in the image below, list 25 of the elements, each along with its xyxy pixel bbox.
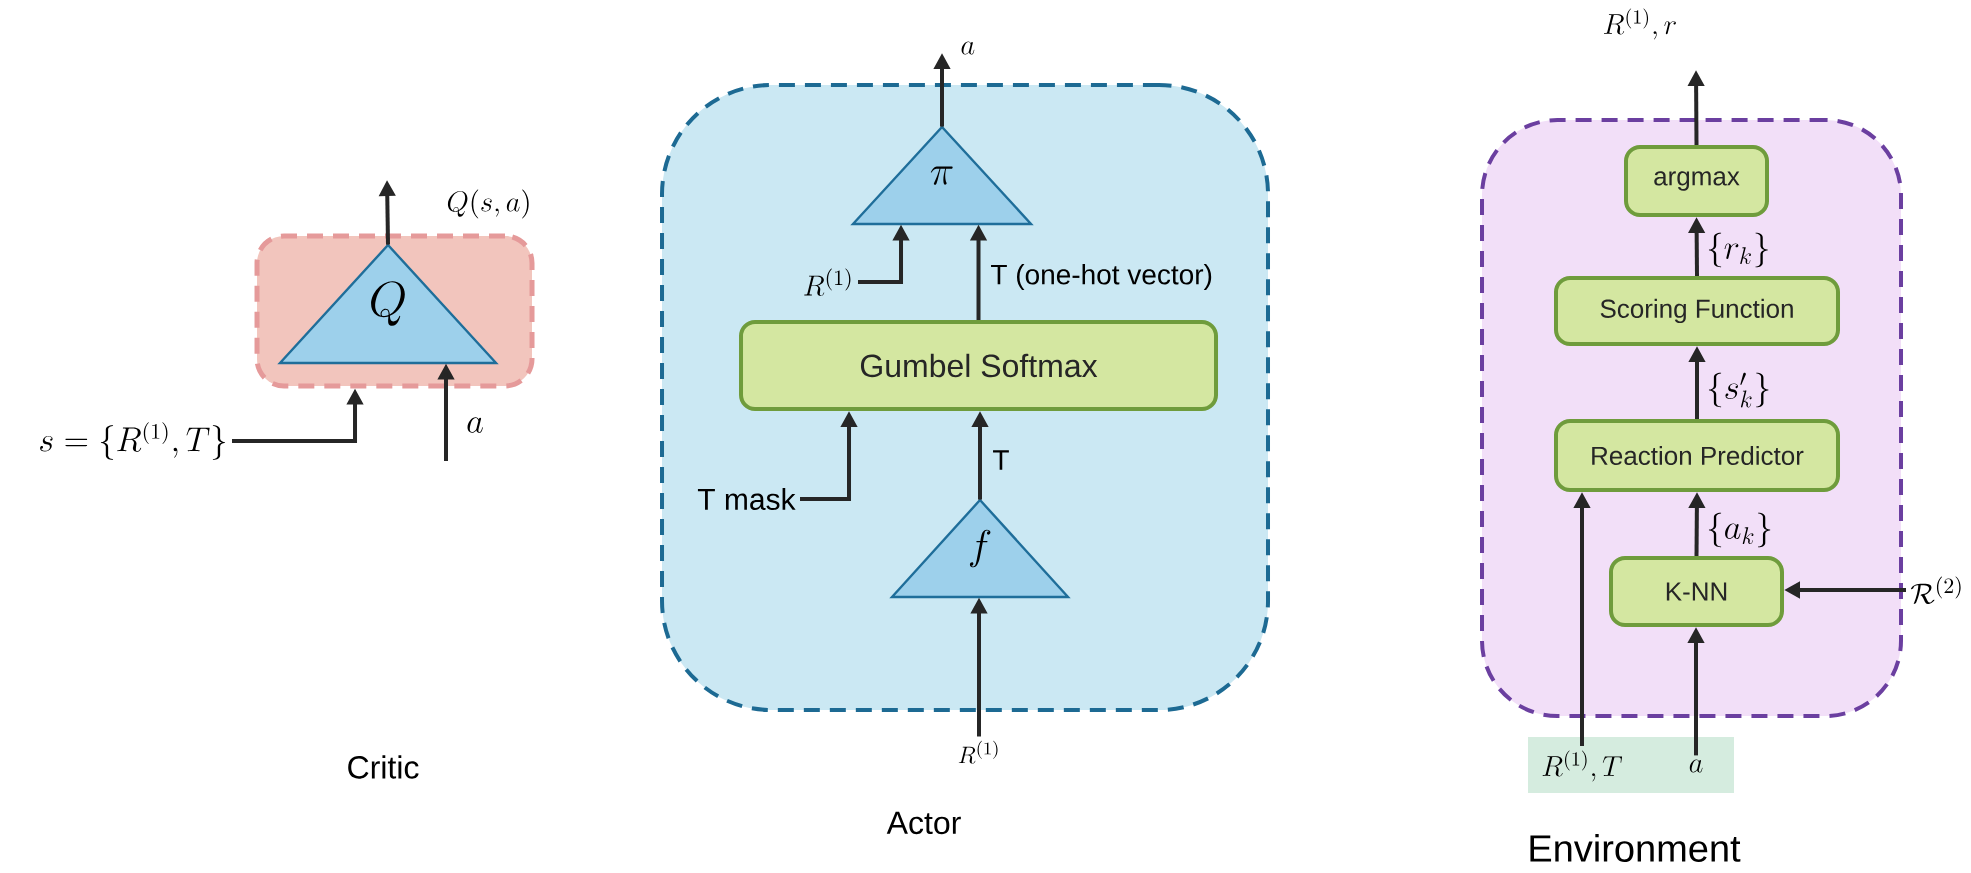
edge-label: $\{a_k\}$ [1708,512,1771,548]
input-label: $\mathcal{R}^{(2)}$ [1911,576,1961,605]
edge-label: $Q(s,a)$ [447,189,529,219]
edge-label: $a$ [467,417,483,433]
input-label: $R^{(1)}$ [804,268,851,297]
process-box: argmax [1624,145,1769,217]
edge-label: T [993,450,1009,470]
panel-caption: Environment [1530,834,1741,862]
edge-label: $\{s'_k\}$ [1708,372,1769,408]
input-label: $s=\{R^{(1)},T\}$ [40,422,226,460]
process-box: K-NN [1609,556,1784,627]
edge-label: $\{r_k\}$ [1708,232,1768,268]
input-label: $R^{(1)},T$ [1542,750,1623,782]
edge-label: T (one-hot vector) [991,263,1212,291]
process-box: Gumbel Softmax [739,320,1218,411]
input-label: T mask [697,488,796,510]
process-box: Scoring Function [1554,276,1840,346]
process-box: Reaction Predictor [1554,419,1840,492]
input-band [1528,737,1734,793]
panel-caption: Actor [886,811,961,835]
edge-label: $a$ [961,41,975,55]
edge-label: $R^{(1)},r$ [1604,8,1676,40]
panel-caption: Critic [348,755,419,779]
input-label: $a$ [1689,759,1703,773]
input-label: $R^{(1)}$ [958,740,998,764]
